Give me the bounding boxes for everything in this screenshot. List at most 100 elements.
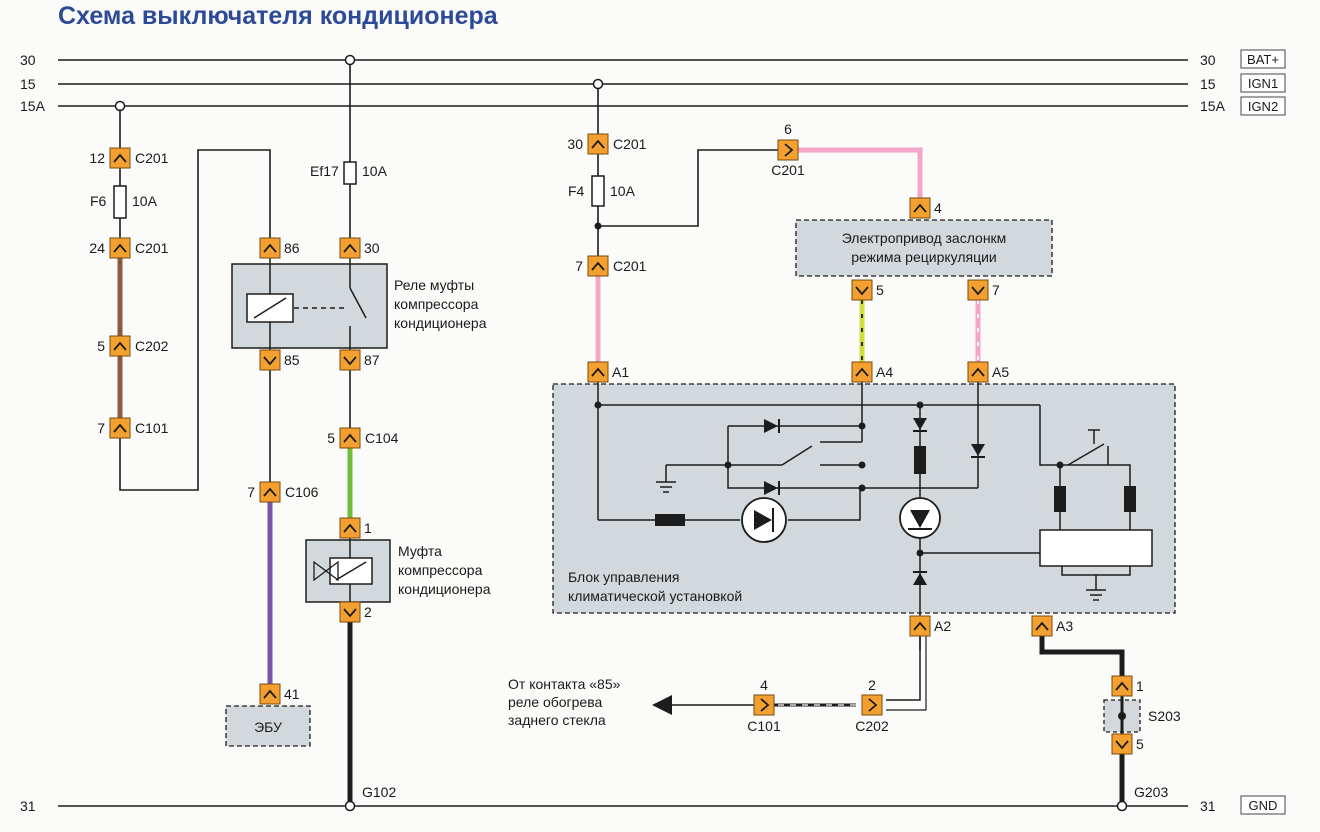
connector-name: C101 bbox=[747, 718, 781, 734]
fuse-f4-name: F4 bbox=[568, 183, 585, 199]
connector-icon bbox=[339, 601, 361, 623]
f6-circuit bbox=[117, 109, 273, 689]
rail-15a-left-label: 15A bbox=[20, 98, 46, 114]
note-line-3: заднего стекла bbox=[508, 712, 606, 728]
climate-control-unit: Блок управления климатической установкой bbox=[552, 382, 1176, 650]
ecu-label: ЭБУ bbox=[254, 719, 282, 735]
rail-tag-box bbox=[1240, 96, 1286, 116]
relay-label-2: компрессора bbox=[394, 296, 479, 312]
junction-dot bbox=[916, 401, 924, 409]
connector-name: C201 bbox=[771, 162, 805, 178]
connector-icon bbox=[1111, 733, 1133, 755]
connector-icon bbox=[909, 197, 931, 219]
fuse-f6-name: F6 bbox=[90, 193, 107, 209]
resistor-icon bbox=[1054, 486, 1066, 512]
clutch-coil-slash bbox=[335, 561, 367, 581]
connector-icon bbox=[1111, 675, 1133, 697]
relay-switch-icon bbox=[349, 287, 367, 319]
connector-name: C202 bbox=[855, 718, 889, 734]
pink-wire bbox=[798, 147, 923, 198]
connector-name: C106 bbox=[285, 484, 319, 500]
control-module-icon bbox=[1039, 529, 1153, 567]
actuator-box bbox=[795, 219, 1053, 277]
fuse-ef17 bbox=[343, 161, 357, 185]
connector-pin: 86 bbox=[284, 240, 300, 256]
diode-icon bbox=[913, 418, 927, 430]
connector-name: C201 bbox=[613, 136, 647, 152]
connector-name: C104 bbox=[365, 430, 399, 446]
connector-pin: 87 bbox=[364, 352, 380, 368]
climate-label-1: Блок управления bbox=[568, 569, 680, 585]
connector-name: C201 bbox=[135, 240, 169, 256]
junction-dot bbox=[858, 484, 866, 492]
rail-31-right-label: 31 bbox=[1200, 798, 1216, 814]
rail-31-tag: GND bbox=[1249, 798, 1278, 813]
connector-icon bbox=[851, 279, 873, 301]
connector-icon bbox=[109, 147, 131, 169]
diode-icon bbox=[764, 481, 778, 495]
connector-icon bbox=[259, 349, 281, 371]
connector-pin: 7 bbox=[97, 420, 105, 436]
resistor-icon bbox=[914, 446, 926, 474]
relay-label-1: Реле муфты bbox=[394, 277, 474, 293]
connector-icon bbox=[339, 517, 361, 539]
fuse-f6-rating: 10A bbox=[132, 193, 158, 209]
compressor-relay: Реле муфты компрессора кондиционера bbox=[231, 258, 487, 352]
rail-15-right-label: 15 bbox=[1200, 76, 1216, 92]
junction-dot bbox=[724, 461, 732, 469]
connector-icon bbox=[259, 481, 281, 503]
rail-15-tag: IGN1 bbox=[1248, 76, 1278, 91]
connector-icon bbox=[909, 615, 931, 637]
connector-pin: 1 bbox=[364, 520, 372, 536]
connector-icon bbox=[967, 279, 989, 301]
connector-pin: 4 bbox=[760, 677, 768, 693]
junction-dot bbox=[1056, 461, 1064, 469]
clutch-label-3: кондиционера bbox=[398, 581, 491, 597]
f4-circuit bbox=[595, 88, 981, 362]
fuse-f4 bbox=[591, 175, 605, 207]
ground-icon bbox=[656, 481, 676, 493]
connector-pin: 41 bbox=[284, 686, 300, 702]
connector-pin: 5 bbox=[97, 338, 105, 354]
connector-pin: 7 bbox=[575, 258, 583, 274]
connector-pin: A4 bbox=[876, 364, 893, 380]
rail-31-left-label: 31 bbox=[20, 798, 36, 814]
connector-pin: 30 bbox=[567, 136, 583, 152]
connector-icon bbox=[339, 349, 361, 371]
connector-icon bbox=[1031, 615, 1053, 637]
led-triangle bbox=[910, 510, 930, 528]
junction-dot bbox=[592, 78, 604, 90]
relay-label-3: кондиционера bbox=[394, 315, 487, 331]
fuse-ef17-rating: 10A bbox=[362, 163, 388, 179]
connector-icon bbox=[851, 361, 873, 383]
connector-pin: 24 bbox=[89, 240, 105, 256]
ground-g102-label: G102 bbox=[362, 784, 396, 800]
splice-label: S203 bbox=[1148, 708, 1181, 724]
junction-dot bbox=[858, 461, 866, 469]
connector-pin: A5 bbox=[992, 364, 1009, 380]
connector-pin: 30 bbox=[364, 240, 380, 256]
connector-icon bbox=[109, 335, 131, 357]
junction-dot bbox=[344, 800, 356, 812]
connector-name: C101 bbox=[135, 420, 169, 436]
ground-g203-label: G203 bbox=[1134, 784, 1168, 800]
arrow-left-icon bbox=[652, 695, 672, 715]
junction-dot bbox=[916, 549, 924, 557]
connector-pin: A2 bbox=[934, 618, 951, 634]
connector-icon bbox=[109, 417, 131, 439]
wire bbox=[886, 636, 921, 701]
connector-name: C201 bbox=[613, 258, 647, 274]
fuse-f6 bbox=[113, 185, 127, 219]
junction-dot bbox=[1116, 800, 1128, 812]
junction-dot bbox=[858, 422, 866, 430]
relay-coil-slash bbox=[253, 297, 287, 319]
connector-icon bbox=[339, 237, 361, 259]
climate-internal-wiring bbox=[597, 382, 1131, 650]
clutch-label-2: компрессора bbox=[398, 562, 483, 578]
junction-dot bbox=[114, 100, 126, 112]
note-line-1: От контакта «85» bbox=[508, 676, 621, 692]
wire bbox=[119, 149, 271, 491]
clutch-valve-icon bbox=[324, 560, 339, 582]
page-title: Схема выключателя кондиционера bbox=[58, 2, 499, 30]
connector-icon bbox=[753, 694, 775, 716]
